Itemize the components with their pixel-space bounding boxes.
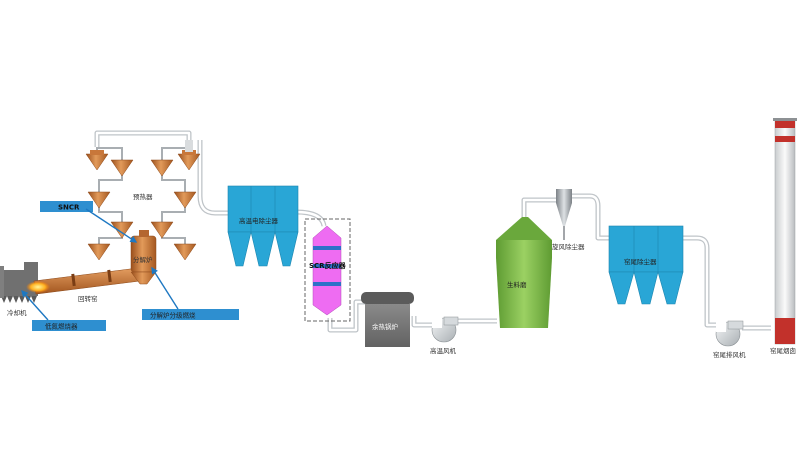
hot-esp (227, 185, 299, 267)
kiln-tail-fan-icon (715, 320, 744, 347)
callout-calciner-staged: 分解炉分级燃烧 (142, 266, 239, 320)
high-temp-fan-icon (431, 316, 459, 343)
kiln-tail-dust-collector (608, 225, 684, 305)
kiln-tail-stack (773, 118, 797, 345)
label-rotary-kiln: 回转窑 (78, 294, 98, 303)
rotary-kiln (26, 266, 149, 295)
waste-heat-boiler (361, 292, 414, 347)
raw-mill (496, 217, 552, 328)
label-kiln-tail-dust: 窑尾除尘器 (624, 257, 657, 266)
calciner (130, 230, 157, 285)
label-scr-reactor: SCR反应器 (309, 261, 347, 270)
label-calciner: 分解炉 (133, 255, 153, 264)
label-kiln-tail-fan: 窑尾排风机 (713, 350, 746, 359)
preheater-tower (85, 140, 201, 261)
cyclone-collector (556, 189, 572, 240)
label-high-temp-fan: 高温风机 (430, 346, 457, 355)
label-calciner-staged: 分解炉分级燃烧 (150, 311, 196, 320)
burner-flame-icon (26, 281, 50, 293)
label-raw-mill: 生料磨 (507, 280, 527, 289)
callout-sncr: SNCR (40, 201, 138, 243)
scr-reactor (304, 218, 351, 322)
label-fly-ash-collector: 旋风除尘器 (552, 242, 585, 251)
label-sncr: SNCR (58, 204, 80, 212)
label-waste-heat-boiler: 余热锅炉 (372, 322, 399, 331)
label-burner: 低氮燃烧器 (45, 322, 78, 331)
label-preheater: 预热器 (133, 192, 153, 201)
label-kiln-tail-stack: 窑尾烟囱 (770, 346, 796, 355)
callout-low-nox-burner: 低氮燃烧器 (21, 289, 106, 331)
label-cooler: 冷却机 (7, 308, 27, 317)
label-hot-esp: 高温电除尘器 (239, 216, 279, 225)
